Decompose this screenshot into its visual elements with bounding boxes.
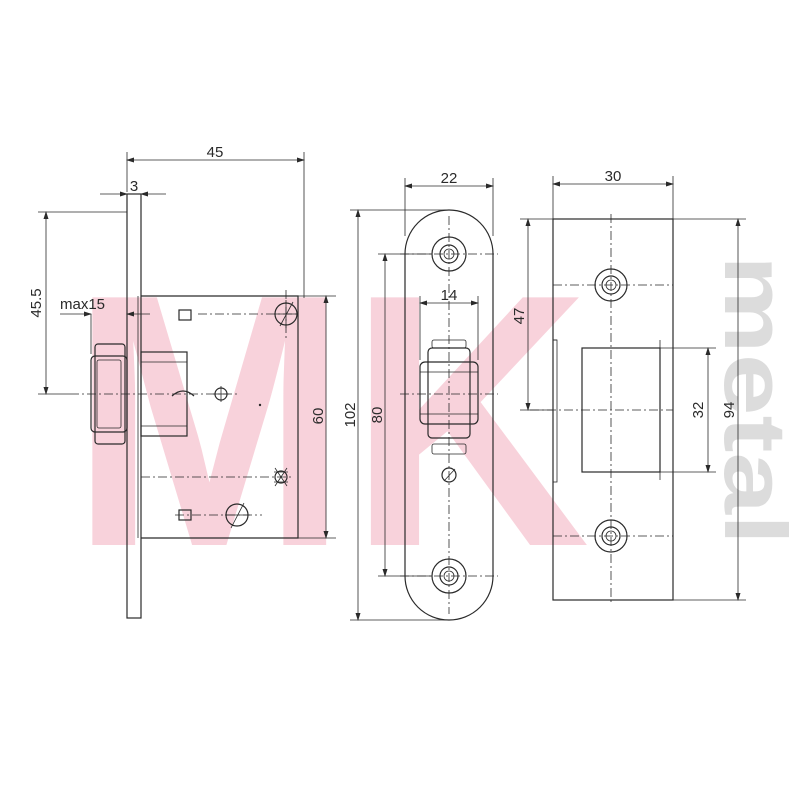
watermark-logo: MK metal: [70, 220, 800, 622]
dim-plate-thickness: 3: [130, 178, 138, 195]
dim-strike-width: 22: [441, 170, 458, 187]
dim-keeper-width: 30: [605, 168, 622, 185]
rivet-icon: [274, 467, 288, 487]
lock-case: [141, 295, 299, 539]
dim-width-total: 45: [207, 144, 224, 161]
dim-backset: 45.5: [28, 288, 45, 317]
strike-front-view: 22 14 80 102: [342, 170, 498, 621]
watermark-brand: MK: [70, 220, 590, 622]
side-view: 45 3 45.5 max15 60: [28, 144, 336, 619]
dim-hole-spacing: 80: [369, 407, 386, 424]
small-hole-top: [178, 309, 192, 321]
watermark-sub: metal: [706, 255, 800, 545]
dim-keeper-height: 94: [721, 402, 738, 419]
dim-keeper-offset: 47: [511, 308, 528, 325]
dim-latch-width: 14: [441, 287, 458, 304]
dim-body-height: 60: [310, 408, 327, 425]
keeper-view: 30 47 32 94: [511, 168, 746, 604]
dim-keeper-opening: 32: [690, 402, 707, 419]
dim-total-height: 102: [342, 402, 359, 427]
dim-max-projection: max15: [60, 296, 105, 313]
